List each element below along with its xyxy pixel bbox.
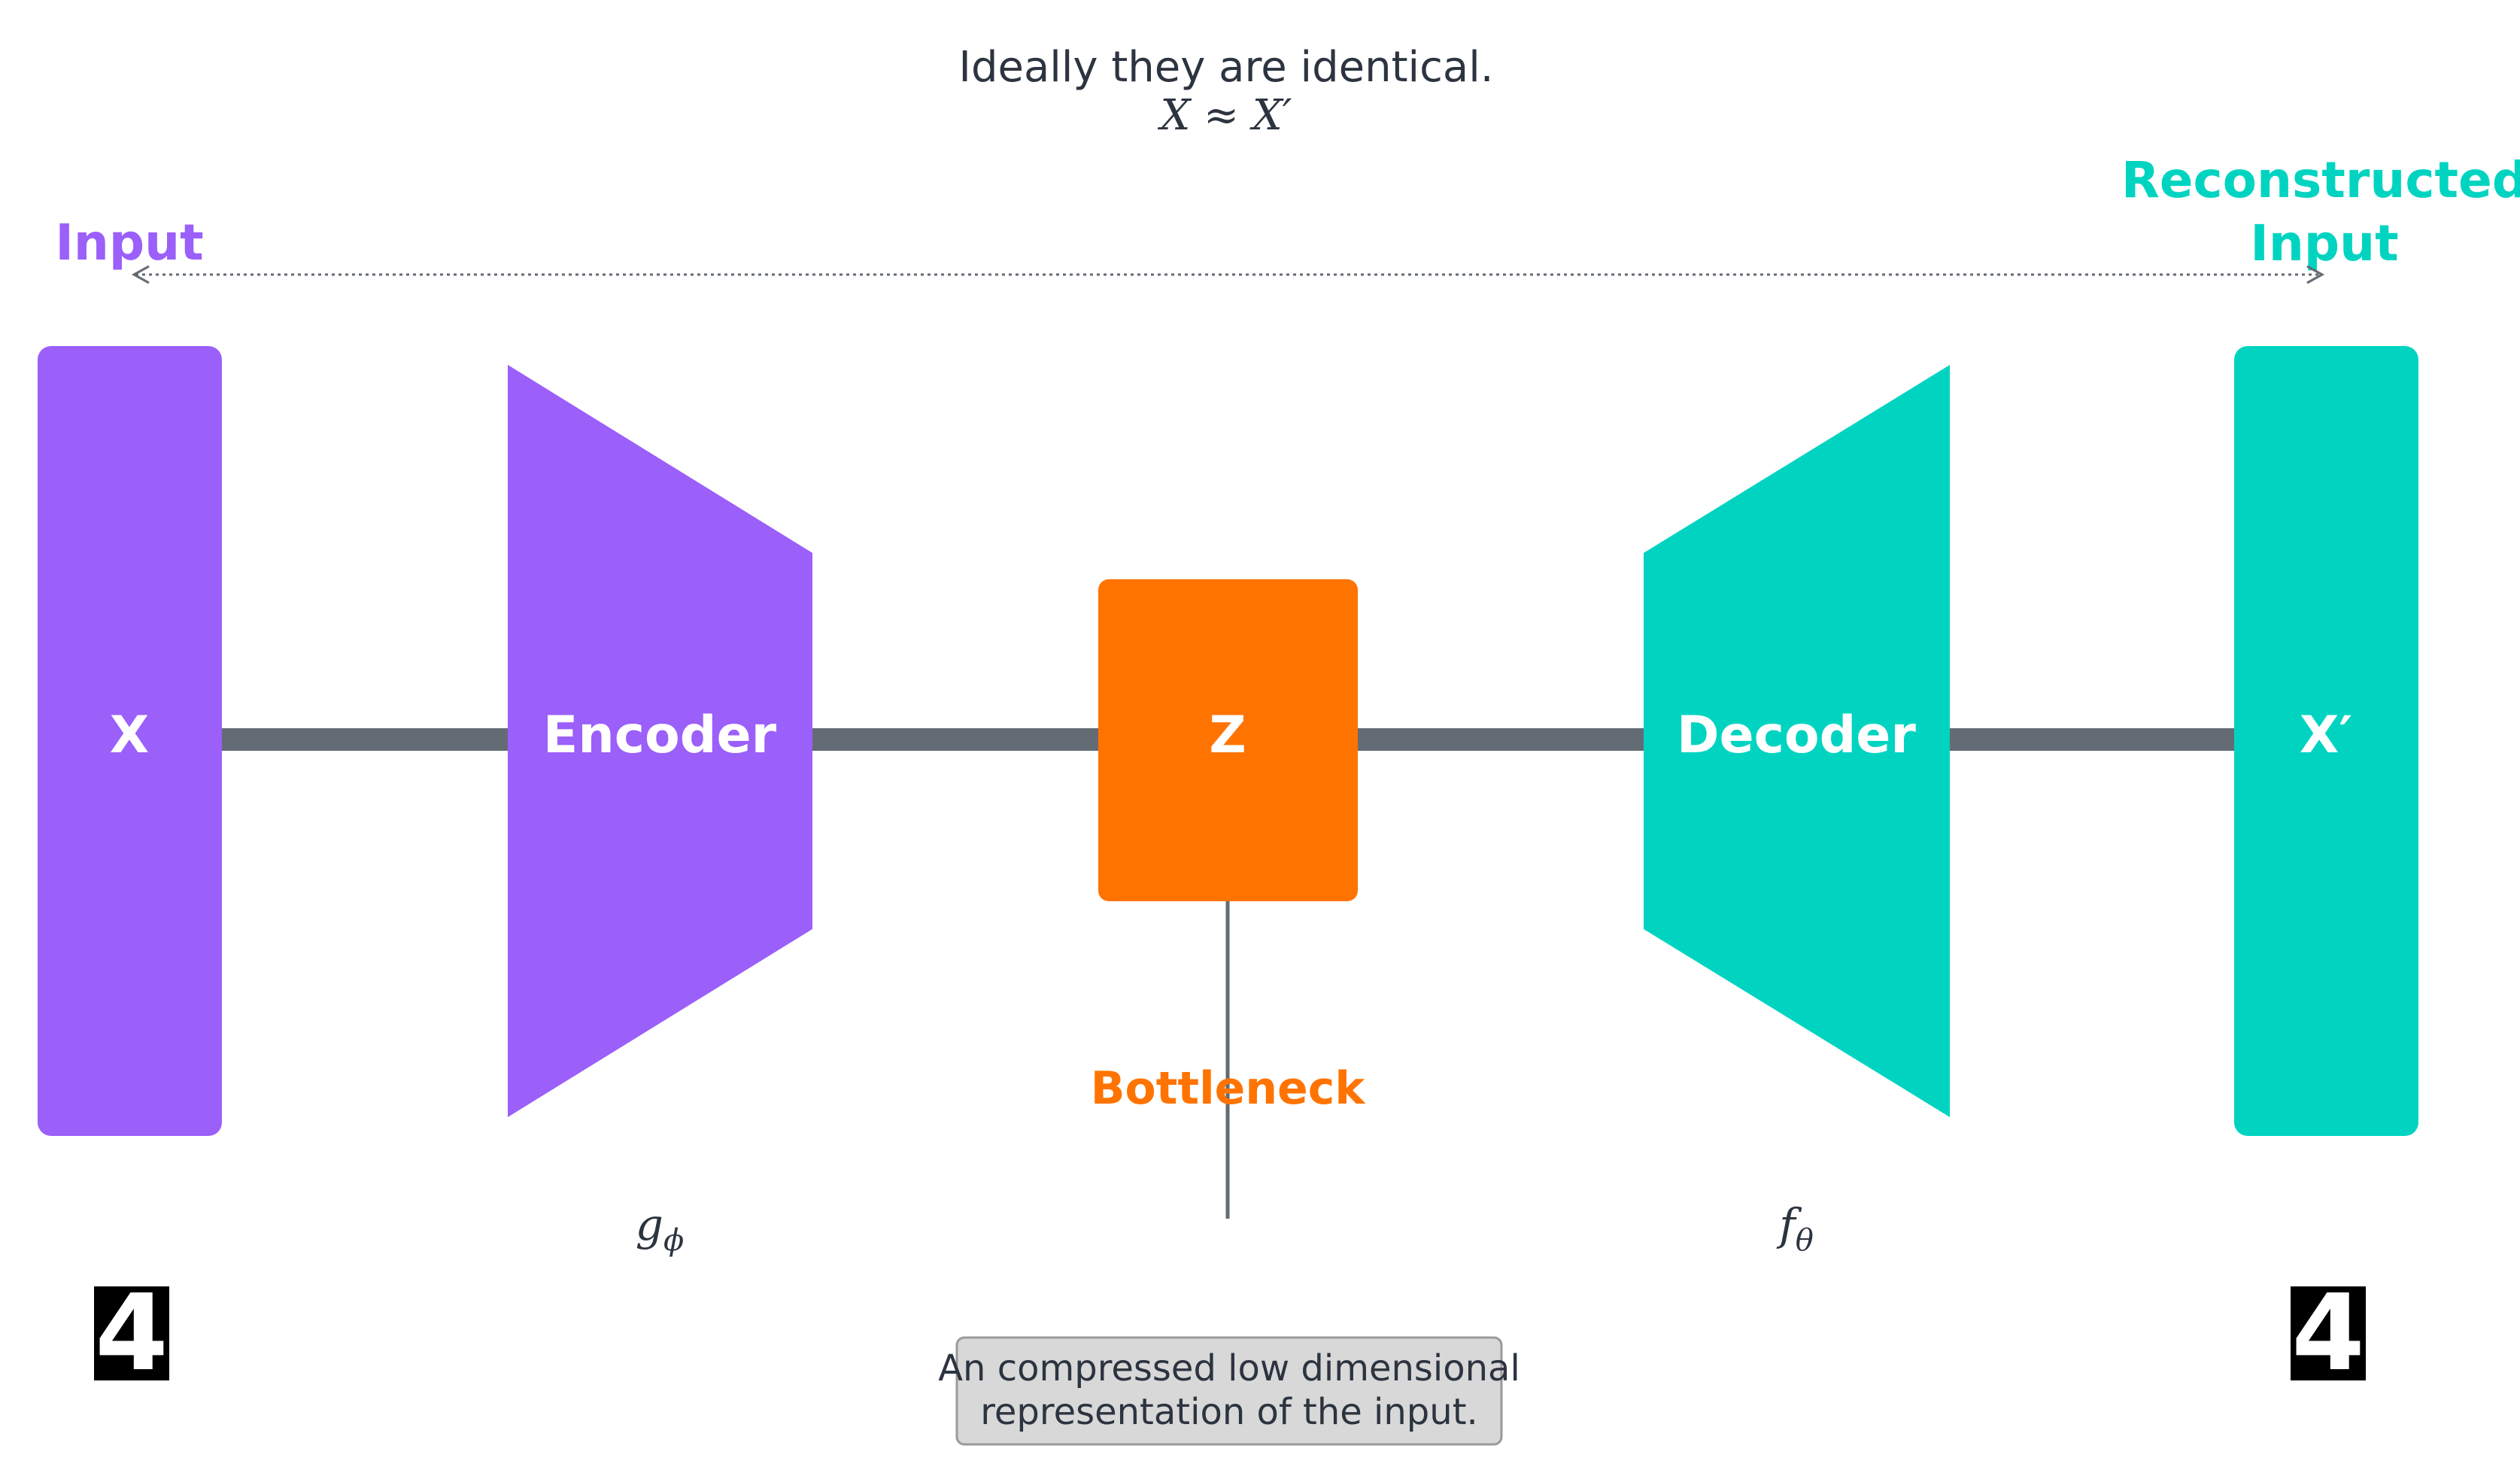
encoder-function-symbol: g (636, 1199, 663, 1250)
bottleneck-label: Bottleneck (1091, 1062, 1367, 1115)
input-block (38, 346, 222, 1136)
encoder-block (508, 365, 812, 1117)
input-digit: 4 (95, 1272, 168, 1395)
bottleneck-block (1098, 579, 1358, 901)
encoder-function: gϕ (636, 1199, 684, 1258)
identity-arrow (131, 265, 2325, 284)
decoder-function-subscript: θ (1796, 1223, 1814, 1258)
decoder-block (1644, 365, 1950, 1117)
input-block-label: X (110, 706, 149, 765)
output-block-label: X′ (2300, 706, 2352, 765)
note-line1: An compressed low dimensional (938, 1347, 1520, 1389)
output-digit: 4 (2291, 1272, 2364, 1395)
caption-formula: X ≈ X′ (1158, 91, 1292, 140)
output-digit-image: 4 (2291, 1272, 2366, 1395)
reconstructed-label-line2: Input (2250, 214, 2398, 272)
caption-line1: Ideally they are identical. (958, 43, 1493, 92)
input-label: Input (55, 214, 203, 272)
note-line2: representation of the input. (980, 1391, 1478, 1433)
decoder-label: Decoder (1677, 706, 1916, 765)
bottleneck-block-label: Z (1209, 706, 1246, 765)
reconstructed-label-line1: Reconstructed (2121, 151, 2520, 209)
decoder-function: fθ (1776, 1199, 1814, 1258)
note-box (955, 1336, 1503, 1446)
output-block (2234, 346, 2418, 1136)
input-digit-image: 4 (94, 1272, 169, 1395)
encoder-label: Encoder (543, 706, 777, 765)
encoder-function-subscript: ϕ (663, 1223, 684, 1258)
